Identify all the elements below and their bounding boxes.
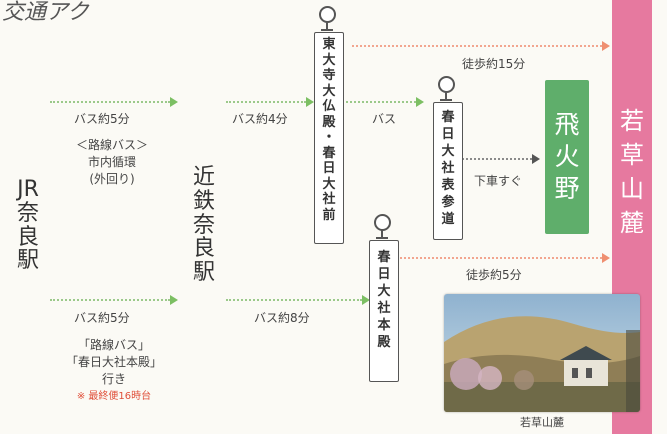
kintetsu-char: 奈 (192, 212, 215, 238)
route-label-walk15: 徒歩約15分 (462, 57, 526, 71)
route-note-line: 「春日大社本殿」 (65, 355, 162, 369)
jr-nara-char: JR (17, 177, 39, 202)
stop-char: 大 (377, 284, 391, 299)
route-time-bottom-left: バス約5分 (74, 311, 130, 325)
stop-char: 本 (377, 318, 391, 333)
stop-char: 東 (322, 37, 336, 52)
bus-stop-pole (381, 230, 383, 238)
route-note-line: 市内循環 (87, 155, 136, 169)
route-note-last-bus: ※ 最終便16時台 (76, 391, 152, 402)
route-label-alight: 下車すぐ (474, 174, 523, 188)
jr-nara-char: 駅 (16, 248, 39, 274)
arrow-right-icon (170, 97, 178, 107)
destination-tobino: 飛 火 野 (545, 80, 589, 234)
stop-char: 春 (377, 250, 391, 265)
arrow-right-icon (306, 97, 314, 107)
bus-stop-icon (374, 214, 391, 231)
stop-char: 参 (441, 195, 455, 210)
stop-char: 表 (441, 178, 455, 193)
route-time-top-left: バス約5分 (74, 112, 130, 126)
bus-stop-icon (438, 76, 455, 93)
jr-nara-station-label: JR 奈 良 駅 (6, 178, 50, 273)
stop-char: 社 (377, 301, 391, 316)
kintetsu-char: 良 (192, 236, 215, 262)
route-line-bottom-left (50, 299, 170, 301)
stop-char: 日 (441, 127, 455, 142)
arrow-right-icon (170, 295, 178, 305)
bus-stop-todaiji: 東 大 寺 大 仏 殿 ・ 春 日 大 社 前 (314, 32, 344, 244)
route-note-line: 行き (101, 372, 126, 386)
route-line-top-bus (346, 101, 416, 103)
stop-char: 大 (322, 83, 336, 99)
bus-stop-bar (321, 29, 333, 31)
arrow-right-icon (602, 41, 610, 51)
kintetsu-char: 鉄 (192, 188, 215, 214)
wakakusa-char: 若 (620, 107, 644, 135)
bus-stop-bar (440, 99, 452, 101)
stop-char: 道 (441, 212, 455, 227)
stop-char: 大 (322, 176, 336, 192)
route-note-line: (外回り) (89, 172, 135, 186)
stop-char: 日 (322, 161, 336, 176)
stop-char: 仏 (322, 99, 336, 114)
route-label-walk5: 徒歩約5分 (466, 268, 522, 282)
bus-stop-bar (376, 237, 388, 239)
stop-char: 春 (322, 145, 336, 161)
arrow-right-icon (416, 97, 424, 107)
route-note-bottom: 「路線バス」 「春日大社本殿」 行き ※ 最終便16時台 (50, 337, 178, 405)
kintetsu-nara-station-label: 近 鉄 奈 良 駅 (186, 166, 222, 285)
bus-stop-icon (319, 6, 336, 23)
tobino-char: 火 (554, 142, 580, 171)
bus-stop-omotesando: 春 日 大 社 表 参 道 (433, 102, 463, 240)
tobino-char: 野 (554, 174, 580, 203)
tobino-char: 飛 (554, 110, 580, 139)
bus-stop-honden: 春 日 大 社 本 殿 (369, 240, 399, 382)
stop-char: 殿 (322, 114, 336, 130)
stop-char: ・ (322, 130, 336, 145)
route-line-bottom-mid (226, 299, 362, 301)
jr-nara-char: 奈 (16, 200, 39, 226)
route-line-top-left (50, 101, 170, 103)
header-title: 交通アク (2, 0, 89, 25)
stop-char: 春 (441, 110, 455, 125)
route-note-line: ＜路線バス＞ (75, 138, 148, 152)
wakakusa-char: 山 (620, 175, 644, 203)
wakakusa-char: 麓 (620, 209, 644, 237)
bus-stop-pole (326, 22, 328, 30)
route-line-alight (462, 158, 532, 160)
stop-char: 殿 (377, 335, 391, 350)
route-time-bottom-mid: バス約8分 (254, 311, 310, 325)
route-label-bus: バス (372, 112, 397, 126)
arrow-right-icon (532, 154, 540, 164)
kintetsu-char: 駅 (192, 260, 215, 285)
wakakusa-photo-image (444, 294, 640, 412)
route-line-top-mid (226, 101, 306, 103)
stop-char: 社 (441, 161, 455, 176)
route-note-top: ＜路線バス＞ 市内循環 (外回り) (60, 137, 164, 188)
jr-nara-char: 良 (16, 224, 39, 250)
route-line-walk5 (400, 257, 602, 259)
route-line-walk15 (352, 45, 602, 47)
arrow-right-icon (362, 295, 370, 305)
route-note-line: 「路線バス」 (77, 338, 150, 352)
stop-char: 大 (322, 52, 336, 68)
photo-caption: 若草山麓 (520, 416, 564, 429)
wakakusa-char: 草 (620, 141, 644, 169)
stop-char: 前 (322, 207, 336, 223)
bus-stop-pole (445, 92, 447, 100)
stop-char: 社 (322, 192, 336, 207)
stop-char: 大 (441, 144, 455, 159)
wakakusa-photo (444, 294, 640, 412)
stop-char: 日 (377, 267, 391, 282)
kintetsu-char: 近 (192, 165, 215, 190)
arrow-right-icon (602, 253, 610, 263)
route-time-top-mid: バス約4分 (232, 112, 288, 126)
stop-char: 寺 (322, 68, 336, 83)
